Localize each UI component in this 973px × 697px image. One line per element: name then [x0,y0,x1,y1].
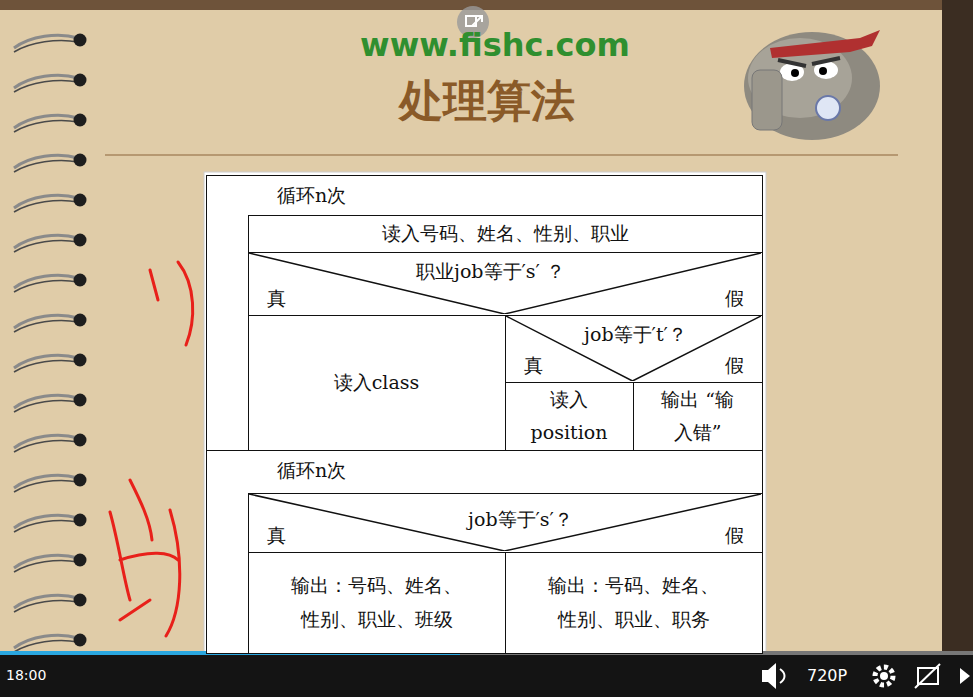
site-url: www.fishc.com [0,26,973,64]
decision-line [249,494,761,551]
slide-title: 处理算法 [0,72,973,131]
decision-line [506,316,761,381]
decision-line [249,253,761,314]
process-box: 读入class [248,315,506,451]
decision-block: job等于′s′？ 真 假 [248,493,763,553]
box-text: 输出 “输入错” [654,383,741,450]
condition-text: job等于′s′？ [468,508,573,531]
branch-label: 假 [725,354,744,377]
process-box: 读入号码、姓名、性别、职业 [248,215,763,253]
loop-block: 循环n次读入号码、姓名、性别、职业职业job等于′s′ ？真假读入classjo… [206,175,763,451]
video-time: 18:00 [6,667,46,683]
decision-block: 职业job等于′s′ ？ 真 假 [248,252,763,316]
box-text: 读入 position [522,383,615,450]
condition-text: job等于′t′？ [584,323,687,346]
branch-label: 真 [267,524,286,547]
box-text: 读入号码、姓名、性别、职业 [382,217,629,250]
condition-text: 职业job等于′s′ ？ [416,260,565,283]
process-box: 输出 “输入错” [633,382,763,451]
branch-label: 真 [267,287,286,310]
box-text: 输出：号码、姓名、性别、职业、班级 [286,569,467,636]
process-box: 输出：号码、姓名、性别、职业、职务 [505,552,763,654]
video-quality: 720P [807,666,847,685]
process-box: 输出：号码、姓名、性别、职业、班级 [248,552,506,654]
branch-label: 真 [524,354,543,377]
decision-block: job等于′t′？ 真 假 [505,315,763,383]
branch-label: 假 [725,524,744,547]
box-text: 输出：号码、姓名、性别、职业、职务 [543,569,724,636]
loop-label: 循环n次 [277,459,346,482]
loop-label: 循环n次 [277,184,346,207]
box-text: 读入class [334,366,420,399]
process-box: 读入 position [505,382,634,451]
branch-label: 假 [725,287,744,310]
loop-block: 循环n次 job等于′s′？ 真 假输出：号码、姓名、性别、职业、班级 输出：号码、姓名… [206,450,763,654]
